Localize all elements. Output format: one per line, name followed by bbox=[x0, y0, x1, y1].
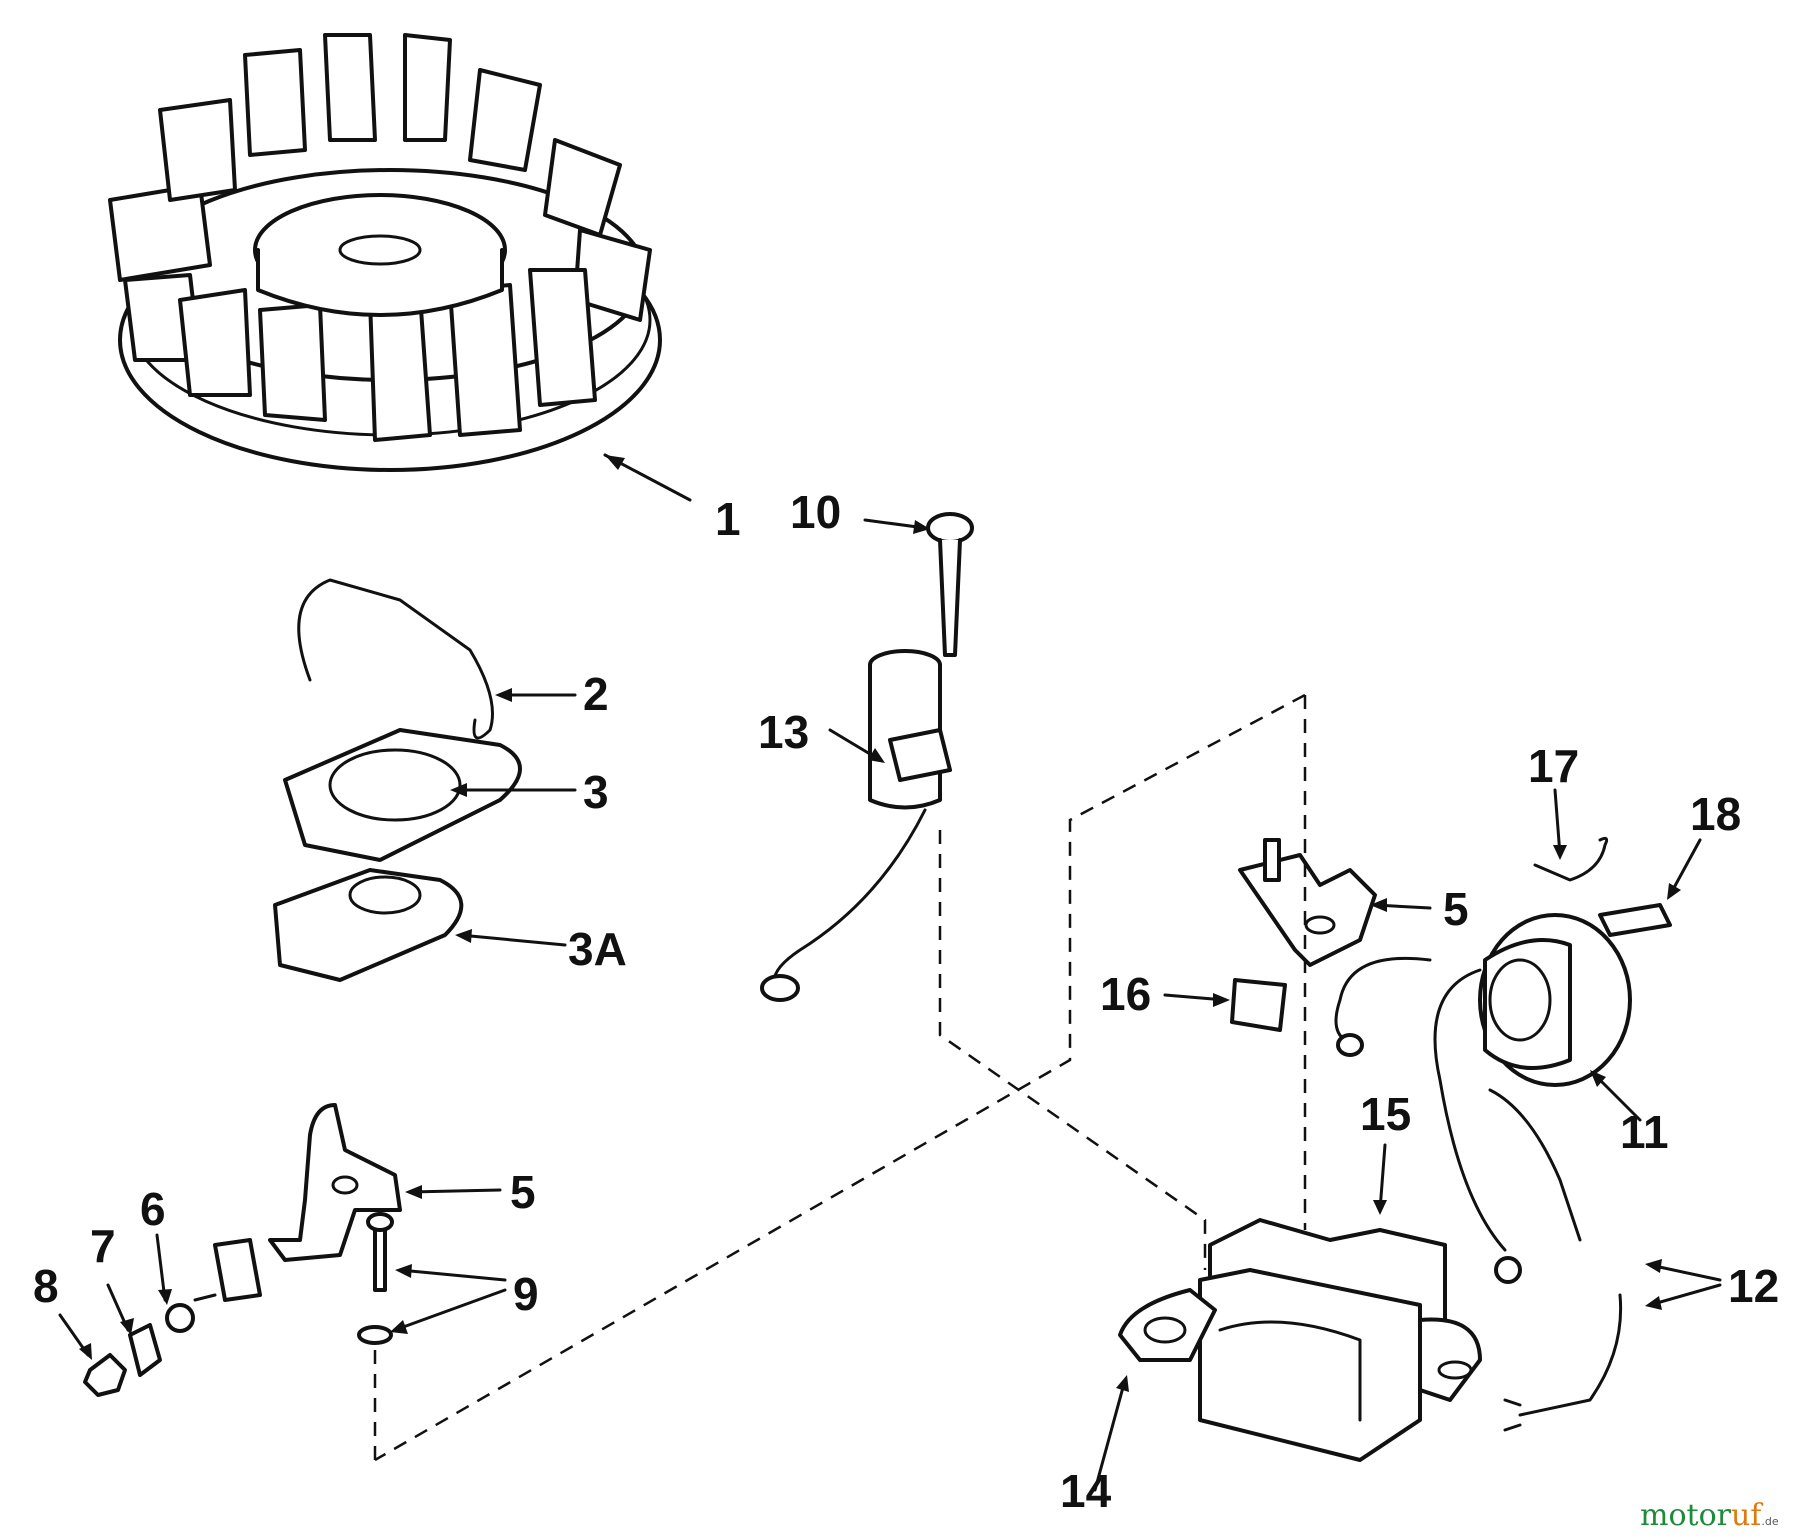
callout-label-3: 3 bbox=[583, 766, 609, 818]
screw-drawing bbox=[926, 512, 974, 657]
callout-label-16: 16 bbox=[1100, 968, 1151, 1020]
callout-label-9: 9 bbox=[513, 1268, 539, 1320]
callout-label-5-plate: 5 bbox=[1443, 883, 1469, 935]
watermark-part-1: motor bbox=[1640, 1498, 1732, 1533]
callout-label-1: 1 bbox=[715, 493, 741, 545]
svg-text:motoruf.de: motoruf.de bbox=[1640, 1498, 1779, 1533]
callout-label-10: 10 bbox=[790, 486, 841, 538]
bracket-core-drawing bbox=[1118, 1218, 1482, 1462]
arrowhead-1 bbox=[605, 455, 625, 470]
watermark: motoruf.de bbox=[1640, 1498, 1779, 1533]
watermark-part-2: uf bbox=[1731, 1498, 1763, 1533]
breaker-arm-drawing bbox=[193, 1103, 402, 1302]
gasket-drawing bbox=[273, 868, 464, 982]
callout-label-15: 15 bbox=[1360, 1088, 1411, 1140]
callout-label-14: 14 bbox=[1060, 1465, 1112, 1517]
clip-drawing bbox=[1533, 836, 1609, 882]
coil-drawing bbox=[1334, 913, 1632, 1432]
callout-labels: 1 2 3 3A 5 5 6 7 8 9 10 11 12 13 14 15 1… bbox=[33, 486, 1779, 1517]
spring-drawing bbox=[297, 578, 494, 740]
flywheel-drawing bbox=[108, 33, 662, 472]
clamp-drawing bbox=[1598, 903, 1672, 937]
callout-label-2: 2 bbox=[583, 668, 609, 720]
callout-label-13: 13 bbox=[758, 706, 809, 758]
callout-label-7: 7 bbox=[90, 1220, 116, 1272]
callout-label-3a: 3A bbox=[568, 923, 627, 975]
callout-label-12: 12 bbox=[1728, 1260, 1779, 1312]
condenser-drawing bbox=[760, 649, 952, 1002]
callout-label-17: 17 bbox=[1528, 740, 1579, 792]
cover-drawing bbox=[283, 728, 522, 862]
callout-label-11: 11 bbox=[1620, 1106, 1669, 1158]
callout-label-5-arm: 5 bbox=[510, 1166, 536, 1218]
small-parts-drawing bbox=[83, 1212, 394, 1397]
breaker-plate-drawing bbox=[1238, 838, 1377, 967]
felt-drawing bbox=[1230, 978, 1287, 1032]
assembly-guide-lines bbox=[373, 693, 1307, 1462]
watermark-suffix: .de bbox=[1761, 1515, 1778, 1528]
callout-label-18: 18 bbox=[1690, 788, 1741, 840]
callout-label-8: 8 bbox=[33, 1260, 59, 1312]
callout-label-6: 6 bbox=[140, 1183, 166, 1235]
